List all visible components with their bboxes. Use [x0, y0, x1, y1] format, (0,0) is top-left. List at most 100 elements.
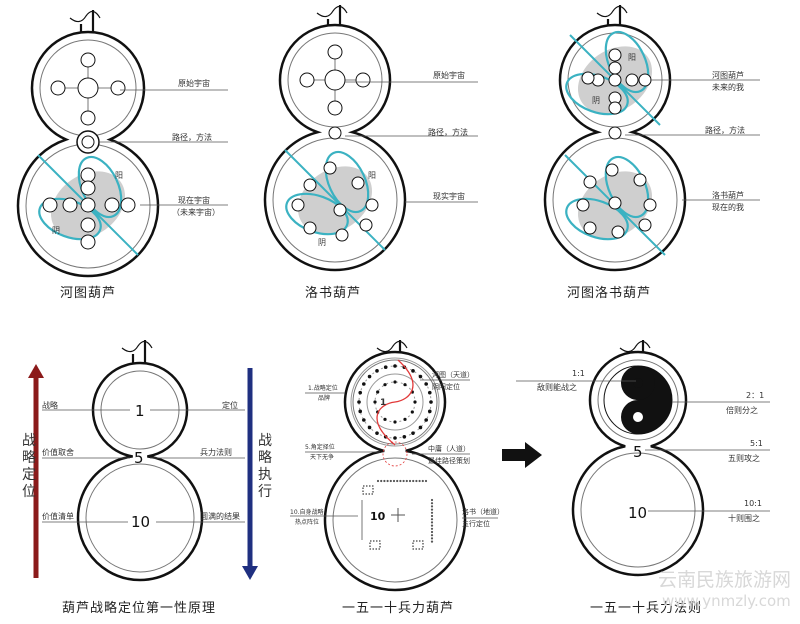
label: 现在宇宙 — [178, 195, 210, 205]
label: 洛书葫芦 — [712, 190, 744, 200]
watermark-url: www.ynmzly.com — [662, 592, 791, 610]
label: 品牌 — [318, 394, 330, 402]
label: 价值清单 — [42, 511, 74, 521]
gourd-stem — [131, 340, 147, 365]
node-circle — [581, 71, 595, 85]
node-circle — [608, 48, 622, 62]
node-circle — [583, 221, 597, 235]
ratio: 10:1 — [744, 499, 762, 508]
luoshu-divider — [284, 149, 386, 251]
luoshu-dot — [430, 527, 434, 530]
luoshu-dot — [430, 530, 434, 534]
caption-hetu-gourd: 河图葫芦 — [60, 286, 116, 301]
hetu-dot — [402, 434, 407, 439]
ratio-label: 五则攻之 — [728, 453, 760, 463]
node-circle — [120, 197, 136, 213]
hetu-dot — [393, 380, 397, 384]
label: 河图（天道） — [432, 370, 474, 379]
hetu-dot — [403, 383, 407, 387]
yang-tag: 阳 — [115, 171, 123, 180]
node-circle — [611, 225, 625, 239]
node-circle — [42, 197, 58, 213]
gourd-inner-bottom — [85, 463, 195, 573]
luoshu-cross — [391, 508, 405, 522]
luoshu-dot — [430, 518, 434, 521]
node-circle — [605, 163, 619, 177]
hetu-dot — [383, 365, 388, 370]
node-circle — [608, 61, 622, 75]
hetu-dot — [373, 400, 377, 404]
number-1: 1 — [380, 398, 386, 408]
ratio: 5:1 — [750, 439, 763, 448]
luoshu-dot — [430, 508, 434, 511]
luoshu-dot — [430, 502, 434, 505]
luoshu-dot — [383, 479, 386, 483]
yin-tag: 阴 — [52, 226, 60, 235]
node-circle — [81, 135, 95, 149]
number-5: 5 — [134, 449, 144, 467]
gourd-stem — [326, 5, 342, 27]
label: 热点阵位 — [295, 518, 319, 526]
ratio-label: 敌则能战之 — [537, 382, 577, 392]
arrow-text-char: 略 — [22, 450, 36, 466]
ratio: 1:1 — [572, 369, 585, 378]
hetu-dot — [427, 390, 432, 395]
node-circle — [80, 167, 96, 183]
hetu-dot — [362, 382, 366, 386]
node-circle — [80, 234, 96, 250]
node-circle — [335, 228, 349, 242]
taiji-dot — [633, 412, 643, 422]
arrow-text-char: 行 — [258, 484, 272, 500]
luoshu-dot — [430, 540, 434, 543]
label: 兵力法则 — [200, 447, 232, 457]
label: 现在的我 — [712, 202, 744, 212]
hetu-dot — [375, 369, 379, 373]
label: 河图葫芦 — [712, 70, 744, 80]
label: 中庸（人道） — [428, 444, 470, 453]
label: 定位 — [222, 400, 238, 410]
hetu-yang-loop — [77, 155, 123, 219]
label: 五行定位 — [462, 519, 490, 528]
gourd-stem — [79, 10, 95, 34]
arrow-text-char: 位 — [22, 484, 36, 500]
label: （未来宇宙） — [172, 207, 220, 217]
node-circle — [62, 197, 78, 213]
number-10: 10 — [628, 504, 647, 522]
luoshu-dot — [402, 479, 405, 483]
label: 原始宇宙 — [433, 70, 465, 80]
hetu-dot — [403, 417, 407, 421]
node-circle — [110, 80, 126, 96]
node-circle — [77, 77, 99, 99]
luoshu-dot — [392, 479, 396, 483]
node-circle — [291, 198, 305, 212]
down-arrow-head — [242, 566, 258, 580]
yin-tag: 阴 — [592, 96, 600, 105]
gourd-inner-bottom — [580, 452, 696, 568]
gourd-vine — [619, 340, 651, 353]
luoshu-dot — [418, 479, 421, 483]
node-circle — [359, 218, 373, 232]
label: 天下无争 — [310, 453, 334, 461]
arrow-text-char: 战 — [22, 433, 36, 449]
hetu-dot — [424, 418, 428, 422]
label: 10.自身战略 — [290, 508, 324, 516]
hetu-ring — [350, 357, 440, 447]
luoshu-dot — [415, 479, 418, 483]
node-circle — [299, 72, 315, 88]
luoshu-dot — [430, 505, 434, 508]
luoshu-dot — [430, 524, 434, 527]
node-circle — [355, 72, 371, 88]
hetu-dot — [418, 425, 423, 430]
luoshu-dot — [430, 511, 434, 514]
luoshu-dot — [376, 479, 380, 483]
hetu-dot — [410, 410, 414, 414]
luoshu-dot — [430, 514, 434, 518]
gourd-inner-bottom — [332, 457, 458, 583]
node-circle — [303, 178, 317, 192]
luoshu-dot — [430, 537, 434, 540]
label: 路径，方法 — [705, 125, 745, 135]
taiji-dot — [633, 378, 643, 388]
label: 圆满的结果 — [200, 511, 240, 521]
